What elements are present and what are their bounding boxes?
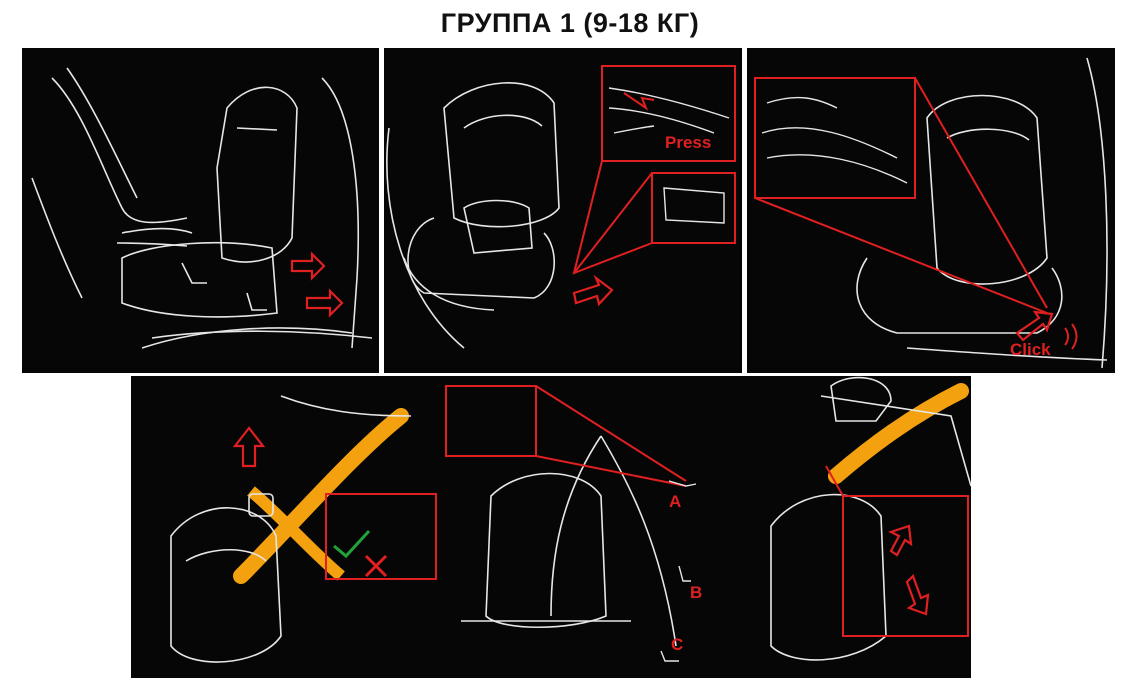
- arrow-icon: [905, 574, 930, 616]
- step-panel-2: [384, 48, 742, 373]
- arrow-icon: [1015, 310, 1054, 342]
- latch-press-illustration: [386, 65, 736, 349]
- arrow-icon: [623, 92, 655, 111]
- belt-routing-illustration: [170, 376, 971, 663]
- cross-mark-icon: [364, 554, 388, 578]
- step-panel-3: [747, 48, 1115, 373]
- anchor-point-a-label: A: [669, 492, 682, 511]
- latch-click-illustration: [754, 57, 1108, 369]
- step-panel-4: [131, 376, 971, 678]
- click-label: Click: [1010, 340, 1051, 359]
- seat-placement-illustration: [31, 67, 373, 349]
- arrow-icon: [232, 426, 266, 468]
- anchor-point-c-label: C: [671, 635, 684, 654]
- arrow-icon: [305, 288, 344, 318]
- arrow-icon: [888, 524, 913, 557]
- step-panel-1: [22, 48, 379, 373]
- press-label: Press: [665, 133, 712, 152]
- arrow-icon: [572, 274, 614, 307]
- click-signal-icon: [1064, 323, 1078, 350]
- page-title: ГРУППА 1 (9-18 КГ): [440, 8, 700, 38]
- arrow-icon: [290, 251, 326, 281]
- anchor-point-b-label: B: [690, 583, 703, 602]
- check-mark-icon: [333, 529, 371, 559]
